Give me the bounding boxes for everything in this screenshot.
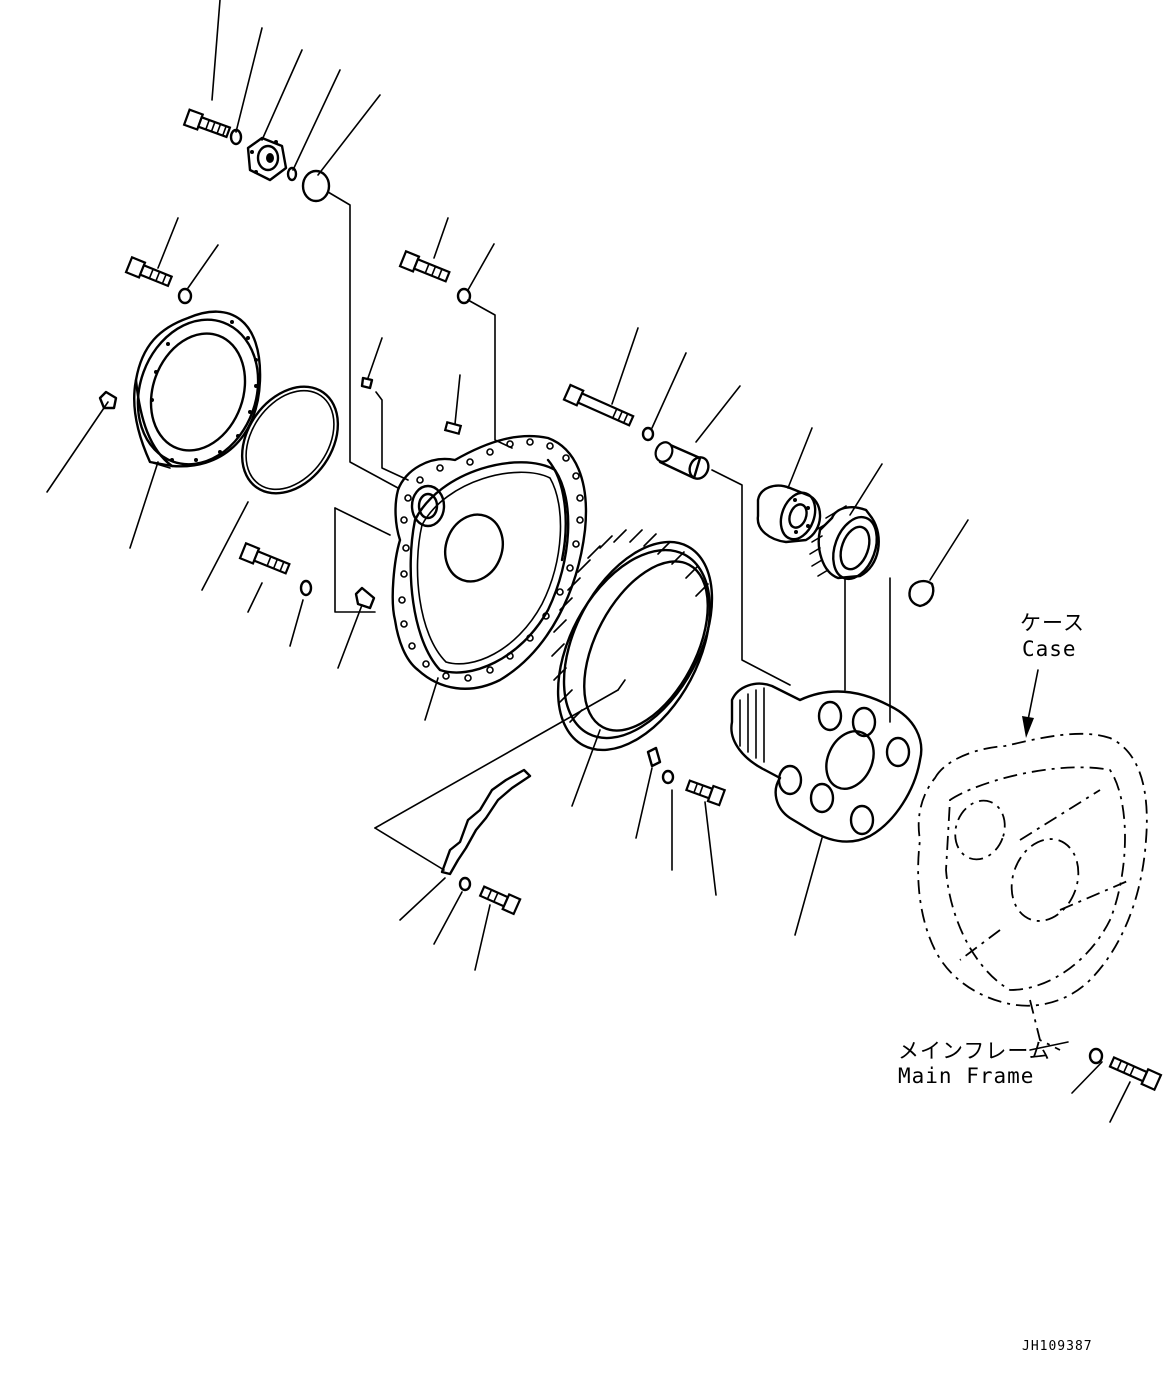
large-o-ring: [240, 385, 340, 495]
housing-washer: [456, 287, 472, 305]
top-o-ring: [301, 169, 331, 203]
connection-lines: [327, 191, 891, 871]
lock-tab: [646, 746, 662, 768]
housing-bolt: [398, 249, 451, 283]
lock-plate-bolt: [478, 885, 522, 916]
cover-bolt: [124, 255, 174, 288]
side-plug: [354, 586, 376, 610]
leader-lines: [46, 0, 1131, 1123]
thrust-washer: [908, 579, 935, 608]
main-frame-pointer: [1029, 1041, 1069, 1051]
case-label-jp: ケース: [1020, 611, 1085, 635]
main-frame-label-jp: メインフレーム: [898, 1039, 1051, 1063]
ring-washer: [661, 769, 675, 785]
case-outline: [917, 732, 1148, 1051]
frame-washer: [1088, 1047, 1104, 1065]
frame-bolt: [1108, 1055, 1163, 1092]
dowel-pin: [360, 376, 374, 390]
cover-plate: [132, 310, 262, 469]
planet-gear: [809, 505, 880, 581]
lock-plate: [440, 768, 532, 876]
top-washer: [229, 128, 243, 146]
drawing-code: JH109387: [1022, 1339, 1093, 1354]
top-plug: [286, 166, 298, 182]
flange-cap: [246, 136, 288, 182]
main-frame-label-en: Main Frame: [898, 1064, 1034, 1088]
side-bolt: [238, 541, 291, 575]
case-arrow-line: [1027, 669, 1039, 721]
case-arrow-head: [1022, 716, 1034, 738]
ring-bolt: [685, 779, 727, 807]
cover-washer: [177, 287, 193, 305]
lock-plate-washer: [458, 876, 472, 892]
top-bolt: [182, 108, 232, 139]
planet-shaft: [654, 441, 710, 480]
roll-pin: [443, 420, 463, 436]
needle-bearing: [756, 484, 822, 544]
ring-gear: [551, 529, 714, 752]
carrier-washer: [641, 426, 655, 442]
main-housing: [391, 434, 588, 690]
large-o-ring-inner: [245, 389, 335, 491]
planet-carrier: [730, 682, 923, 843]
case-label-en: Case: [1022, 637, 1077, 661]
cover-plug: [98, 390, 118, 410]
side-washer: [299, 579, 313, 597]
carrier-bolt: [562, 383, 635, 427]
